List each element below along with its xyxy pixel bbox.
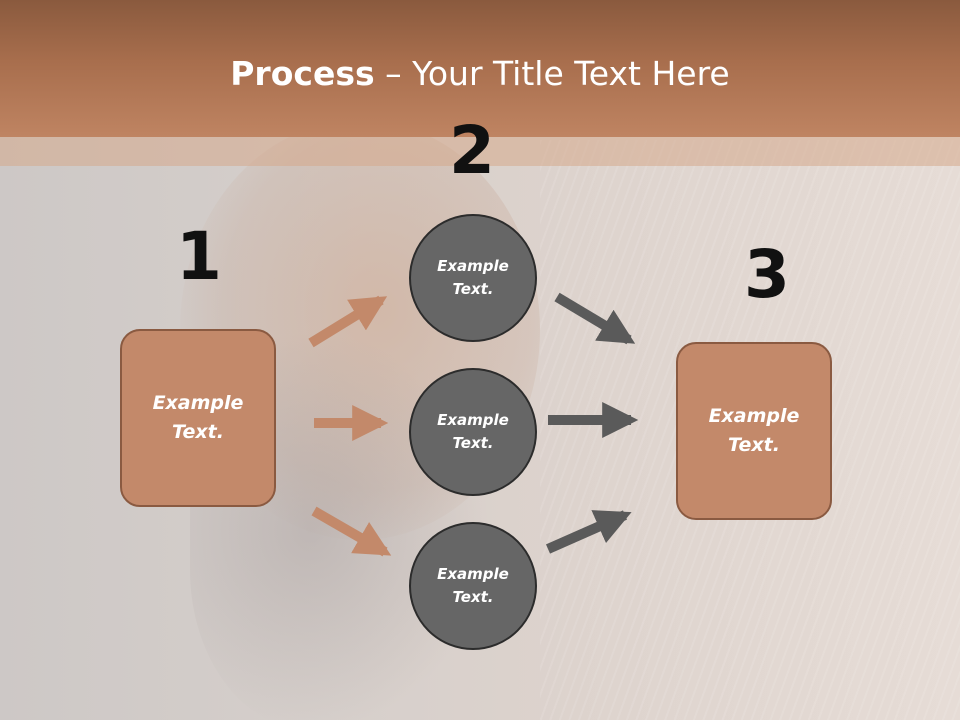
slide-title-rest: – Your Title Text Here — [374, 54, 730, 93]
title-strip — [0, 137, 960, 166]
circle-top-text: Example Text. — [437, 257, 509, 298]
arrow-top-to-right — [554, 292, 636, 345]
slide-title: Process – Your Title Text Here — [0, 52, 960, 96]
slide-title-bold: Process — [230, 54, 375, 93]
step-number-3: 3 — [744, 236, 790, 313]
arrow-bottom-to-right — [545, 510, 632, 554]
right-box: Example Text. — [676, 342, 832, 520]
circle-bottom-text: Example Text. — [437, 565, 509, 606]
step-number-2: 2 — [449, 112, 495, 189]
left-box-text: Example Text. — [152, 392, 244, 443]
arrow-left-to-bottom — [311, 506, 392, 557]
circle-middle: Example Text. — [409, 368, 537, 496]
circle-middle-text: Example Text. — [437, 411, 509, 452]
step-number-1: 1 — [176, 218, 222, 295]
arrow-left-to-top — [308, 295, 388, 348]
right-box-text: Example Text. — [708, 405, 800, 456]
left-box: Example Text. — [120, 329, 276, 507]
circle-top: Example Text. — [409, 214, 537, 342]
circle-bottom: Example Text. — [409, 522, 537, 650]
title-bar — [0, 0, 960, 137]
